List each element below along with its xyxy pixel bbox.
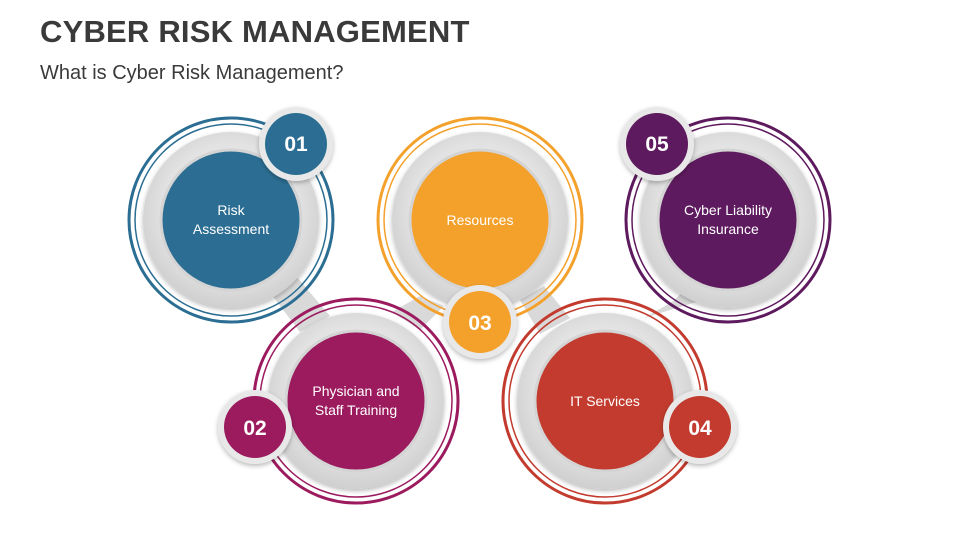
item-2-label-line-2: Staff Training	[315, 402, 397, 418]
page-title: CYBER RISK MANAGEMENT	[40, 14, 470, 49]
item-2: Physician and Staff Training 02	[218, 297, 460, 505]
item-5: Cyber Liability Insurance 05	[620, 107, 832, 324]
item-5-core	[656, 148, 800, 292]
item-5-outer-ring	[624, 116, 832, 324]
page-subtitle: What is Cyber Risk Management?	[40, 62, 344, 84]
item-4: IT Services 04	[501, 297, 737, 505]
item-1: Risk Assessment 01	[127, 107, 335, 324]
item-5-number: 05	[645, 133, 669, 156]
item-1-label-line-1: Risk	[217, 202, 245, 218]
item-1-label-line-2: Assessment	[193, 221, 269, 237]
connector-2-3	[392, 296, 444, 330]
item-5-label-line-2: Insurance	[697, 221, 759, 237]
item-3-label-line-1: Resources	[447, 212, 514, 228]
item-5-label-line-1: Cyber Liability	[684, 202, 772, 218]
item-1-number: 01	[284, 133, 308, 156]
item-1-badge	[265, 113, 327, 175]
item-3: Resources 03	[376, 116, 584, 359]
item-4-number: 04	[688, 417, 712, 440]
connector-3-4	[520, 286, 570, 334]
item-1-outer-ring	[127, 116, 335, 324]
item-2-core	[284, 329, 428, 473]
item-2-number: 02	[243, 417, 266, 440]
item-4-badge	[669, 396, 731, 458]
item-2-label-line-1: Physician and	[312, 383, 399, 399]
item-3-badge	[449, 291, 511, 353]
item-5-badge	[626, 113, 688, 175]
item-2-badge	[224, 396, 286, 458]
item-4-label-line-1: IT Services	[570, 393, 640, 409]
item-3-number: 03	[468, 312, 491, 335]
item-1-core	[159, 148, 303, 292]
item-1-inner-ring	[134, 123, 328, 317]
item-5-inner-ring	[631, 123, 825, 317]
